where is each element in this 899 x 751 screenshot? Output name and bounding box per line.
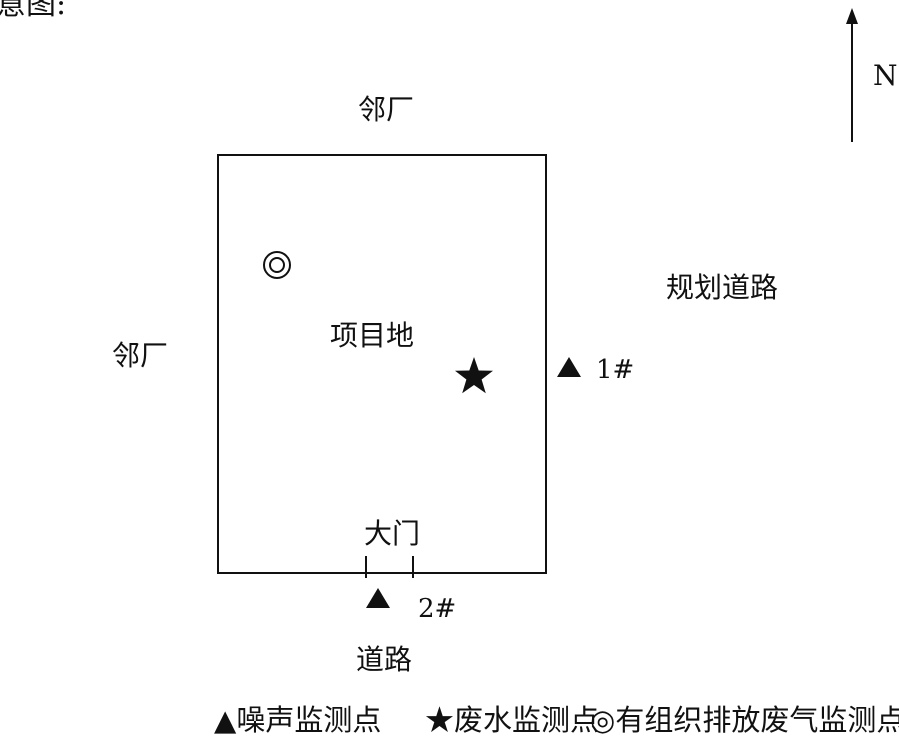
west-neighbor-label: 邻厂	[112, 339, 169, 372]
site-label: 项目地	[330, 319, 415, 352]
east-road-label: 规划道路	[666, 271, 779, 304]
north-label: N	[873, 59, 898, 92]
north-arrow-icon	[846, 8, 858, 24]
point-1-label: 1#	[596, 355, 635, 385]
wastewater-monitor-icon	[455, 357, 493, 394]
legend-label-wastewater: 废水监测点	[454, 703, 600, 737]
site-boundary	[217, 154, 547, 574]
legend-item-exhaust: ◎有组织排放废气监测点	[590, 706, 899, 735]
exhaust-monitor-icon	[263, 251, 291, 279]
gate-label: 大门	[364, 517, 421, 550]
legend-item-noise: ▲噪声监测点	[214, 706, 381, 735]
legend-label-exhaust: 有组织排放废气监测点	[615, 703, 899, 737]
header-fragment: 意图:	[0, 0, 67, 22]
double-circle-icon: ◎	[590, 703, 616, 737]
noise-point-2-icon	[366, 588, 390, 608]
noise-point-1-icon	[557, 357, 581, 377]
legend-item-wastewater: ★废水监测点	[425, 706, 599, 735]
star-icon: ★	[425, 703, 455, 737]
legend-label-noise: 噪声监测点	[236, 703, 382, 737]
point-2-label: 2#	[418, 594, 457, 624]
north-neighbor-label: 邻厂	[358, 93, 415, 126]
south-road-label: 道路	[356, 643, 413, 676]
triangle-icon: ▲	[214, 703, 237, 737]
